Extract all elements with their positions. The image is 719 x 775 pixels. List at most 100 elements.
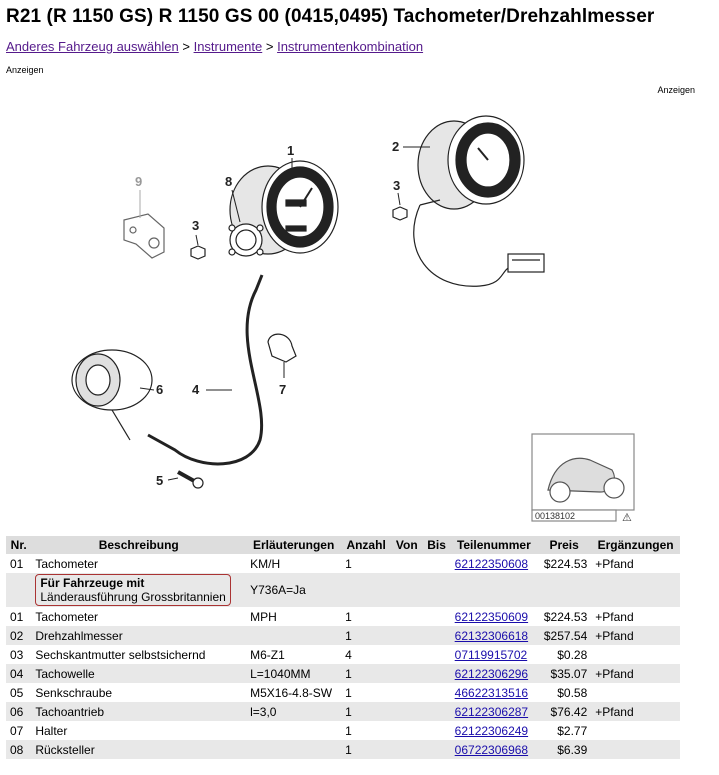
thumbnail-code: 00138102 [535, 511, 575, 521]
cell-price: $6.39 [537, 740, 592, 759]
cell-expl: KM/H [250, 556, 281, 571]
parts-diagram: 1 2 3 3 4 5 6 7 8 9 00138102 ⚠ [71, 115, 635, 524]
cell-bis [423, 683, 451, 702]
drive-drawing [71, 349, 153, 441]
cell-expl: l=3,0 [246, 702, 342, 721]
nut-drawing [392, 206, 408, 221]
cell-expl: MPH [250, 609, 277, 624]
cell-qty: 1 [345, 556, 352, 571]
cell-qty: 1 [341, 740, 392, 759]
cell-expl: M5X16-4.8-SW [250, 685, 333, 700]
cell-price: $224.53 [543, 609, 588, 624]
cell-expl [246, 626, 342, 645]
cell-desc: Tachoantrieb [31, 702, 247, 721]
cell-nr: 08 [6, 740, 32, 759]
callout-3: 3 [393, 178, 400, 193]
cell-von [391, 683, 422, 702]
screw-drawing [177, 470, 204, 489]
clip-drawing [267, 333, 297, 363]
ad-label-right[interactable]: Anzeigen [657, 85, 695, 95]
tachometer-drawing [413, 115, 545, 287]
cell-part: 46622313516 [451, 683, 537, 702]
part-number-link[interactable]: 62122306296 [454, 666, 529, 681]
part-number-link[interactable]: 62122306287 [454, 704, 529, 719]
cell-desc: Sechskantmutter selbstsichernd [35, 647, 206, 662]
part-number-link[interactable]: 06722306968 [454, 742, 529, 757]
callout-3: 3 [192, 218, 199, 233]
cell-price: $0.28 [557, 647, 588, 662]
cell-extra: +Pfand [591, 702, 680, 721]
callout-9: 9 [135, 174, 142, 189]
cell-bis [422, 740, 451, 759]
breadcrumb-separator: > [265, 39, 274, 54]
part-number-link[interactable]: 46622313516 [454, 685, 529, 700]
cell-price: $224.53 [543, 556, 588, 571]
cell-qty: 1 [341, 626, 392, 645]
cell-von [391, 721, 422, 740]
parts-table: Nr. Beschreibung Erläuterungen Anzahl Vo… [6, 536, 680, 759]
cell-qty: 1 [345, 723, 352, 738]
table-row: 02 Drehzahlmesser 1 62132306618 $257.54 … [6, 626, 680, 645]
cell-desc: Tachometer [35, 609, 99, 624]
cell-part: 07119915702 [451, 645, 537, 664]
table-row: 03 Sechskantmutter selbstsichernd M6-Z1 … [6, 645, 680, 664]
cell-desc: Tachometer [35, 556, 99, 571]
cell-part: 62122306249 [451, 721, 537, 740]
cell-von [391, 554, 422, 573]
cell-extra: +Pfand [591, 664, 680, 683]
callout-8: 8 [225, 174, 232, 189]
cell-extra: +Pfand [595, 609, 634, 624]
callout-6: 6 [156, 382, 163, 397]
cell-qty: 4 [345, 647, 352, 662]
cell-price: $35.07 [537, 664, 592, 683]
cell-nr: 01 [10, 609, 24, 624]
part-number-link[interactable]: 62132306618 [454, 628, 529, 643]
condition-note: Für Fahrzeuge mit Länderausführung Gross… [35, 574, 231, 606]
col-anzahl: Anzahl [341, 536, 392, 554]
cell-von [391, 607, 422, 626]
col-ergaenzungen: Ergänzungen [591, 536, 680, 554]
vehicle-thumbnail[interactable]: 00138102 ⚠ [531, 433, 635, 524]
col-erlaeuterungen: Erläuterungen [246, 536, 342, 554]
cell-part: 06722306968 [450, 740, 538, 759]
part-number-link[interactable]: 62122350609 [454, 609, 529, 624]
breadcrumb-instrumentenkombination[interactable]: Instrumentenkombination [277, 39, 424, 54]
ad-label-left[interactable]: Anzeigen [6, 65, 44, 75]
cell-desc: Drehzahlmesser [31, 626, 247, 645]
cell-qty: 1 [341, 702, 392, 721]
cell-nr: 02 [6, 626, 32, 645]
breadcrumb-change-vehicle[interactable]: Anderes Fahrzeug auswählen [6, 39, 179, 54]
col-bis: Bis [422, 536, 451, 554]
cell-von [391, 645, 422, 664]
cell-part: 62122350609 [451, 607, 537, 626]
cell-extra [591, 645, 680, 664]
cell-bis [423, 645, 451, 664]
cell-expl: M6-Z1 [250, 647, 285, 662]
col-von: Von [391, 536, 423, 554]
cell-bis [422, 702, 451, 721]
table-row: 01 Tachometer KM/H 1 62122350608 $224.53… [6, 554, 680, 573]
table-row: 01 Tachometer MPH 1 62122350609 $224.53 … [6, 607, 680, 626]
cell-bis [423, 554, 451, 573]
cell-nr: 05 [10, 685, 24, 700]
breadcrumb-instrumente[interactable]: Instrumente [193, 39, 263, 54]
callout-2: 2 [392, 139, 399, 154]
cell-desc: Rücksteller [31, 740, 247, 759]
cell-extra [591, 683, 680, 702]
cell-nr: 03 [10, 647, 24, 662]
part-number-link[interactable]: 07119915702 [454, 647, 528, 662]
col-beschreibung: Beschreibung [31, 536, 247, 554]
cell-part: 62122350608 [451, 554, 537, 573]
cell-qty: 1 [345, 609, 352, 624]
cell-nr: 04 [6, 664, 32, 683]
callout-4: 4 [192, 382, 200, 397]
table-row: 04 Tachowelle L=1040MM 1 62122306296 $35… [6, 664, 680, 683]
part-number-link[interactable]: 62122306249 [454, 723, 529, 738]
cell-extra: +Pfand [591, 626, 680, 645]
callout-5: 5 [156, 473, 163, 488]
cell-expl [246, 721, 341, 740]
ring-drawing [228, 223, 264, 257]
cell-bis [423, 721, 451, 740]
cell-nr: 07 [10, 723, 24, 738]
part-number-link[interactable]: 62122350608 [454, 556, 529, 571]
